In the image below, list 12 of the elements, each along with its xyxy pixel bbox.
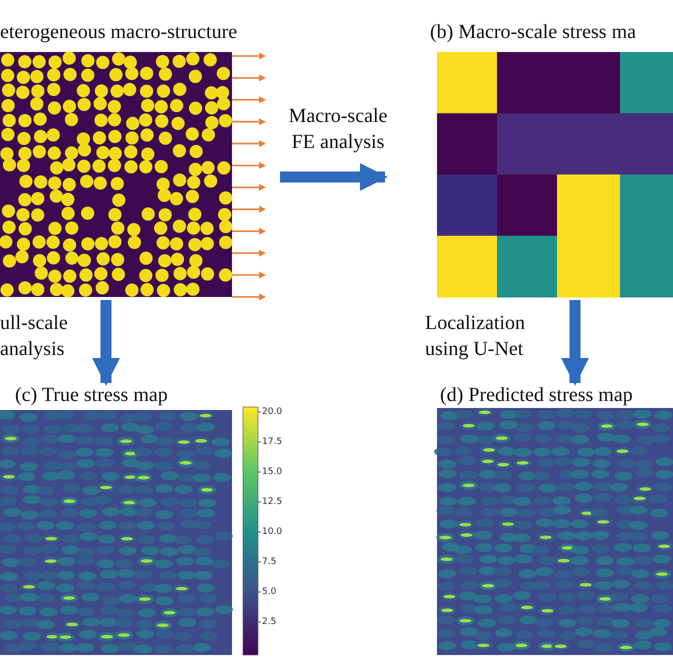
panel-title: eterogeneous macro-structure [0,20,238,44]
panel-title: (b) Macro-scale stress ma [430,20,636,44]
colorbar-tick-label: 12.5 [262,497,282,507]
panel-title: (c) True stress map [15,383,168,407]
colorbar-tick-label: 7.5 [262,557,276,567]
colorbar-tick-label: 10.0 [262,527,282,537]
colorbar-tick-label: 20.0 [262,407,282,417]
colorbar-tick-label: 17.5 [262,437,282,447]
colorbar-tick-label: 5.0 [262,587,276,597]
panel-title: (d) Predicted stress map [440,383,633,407]
colorbar-tick-label: 2.5 [262,617,276,627]
colorbar-tick-label: 15.0 [262,467,282,477]
